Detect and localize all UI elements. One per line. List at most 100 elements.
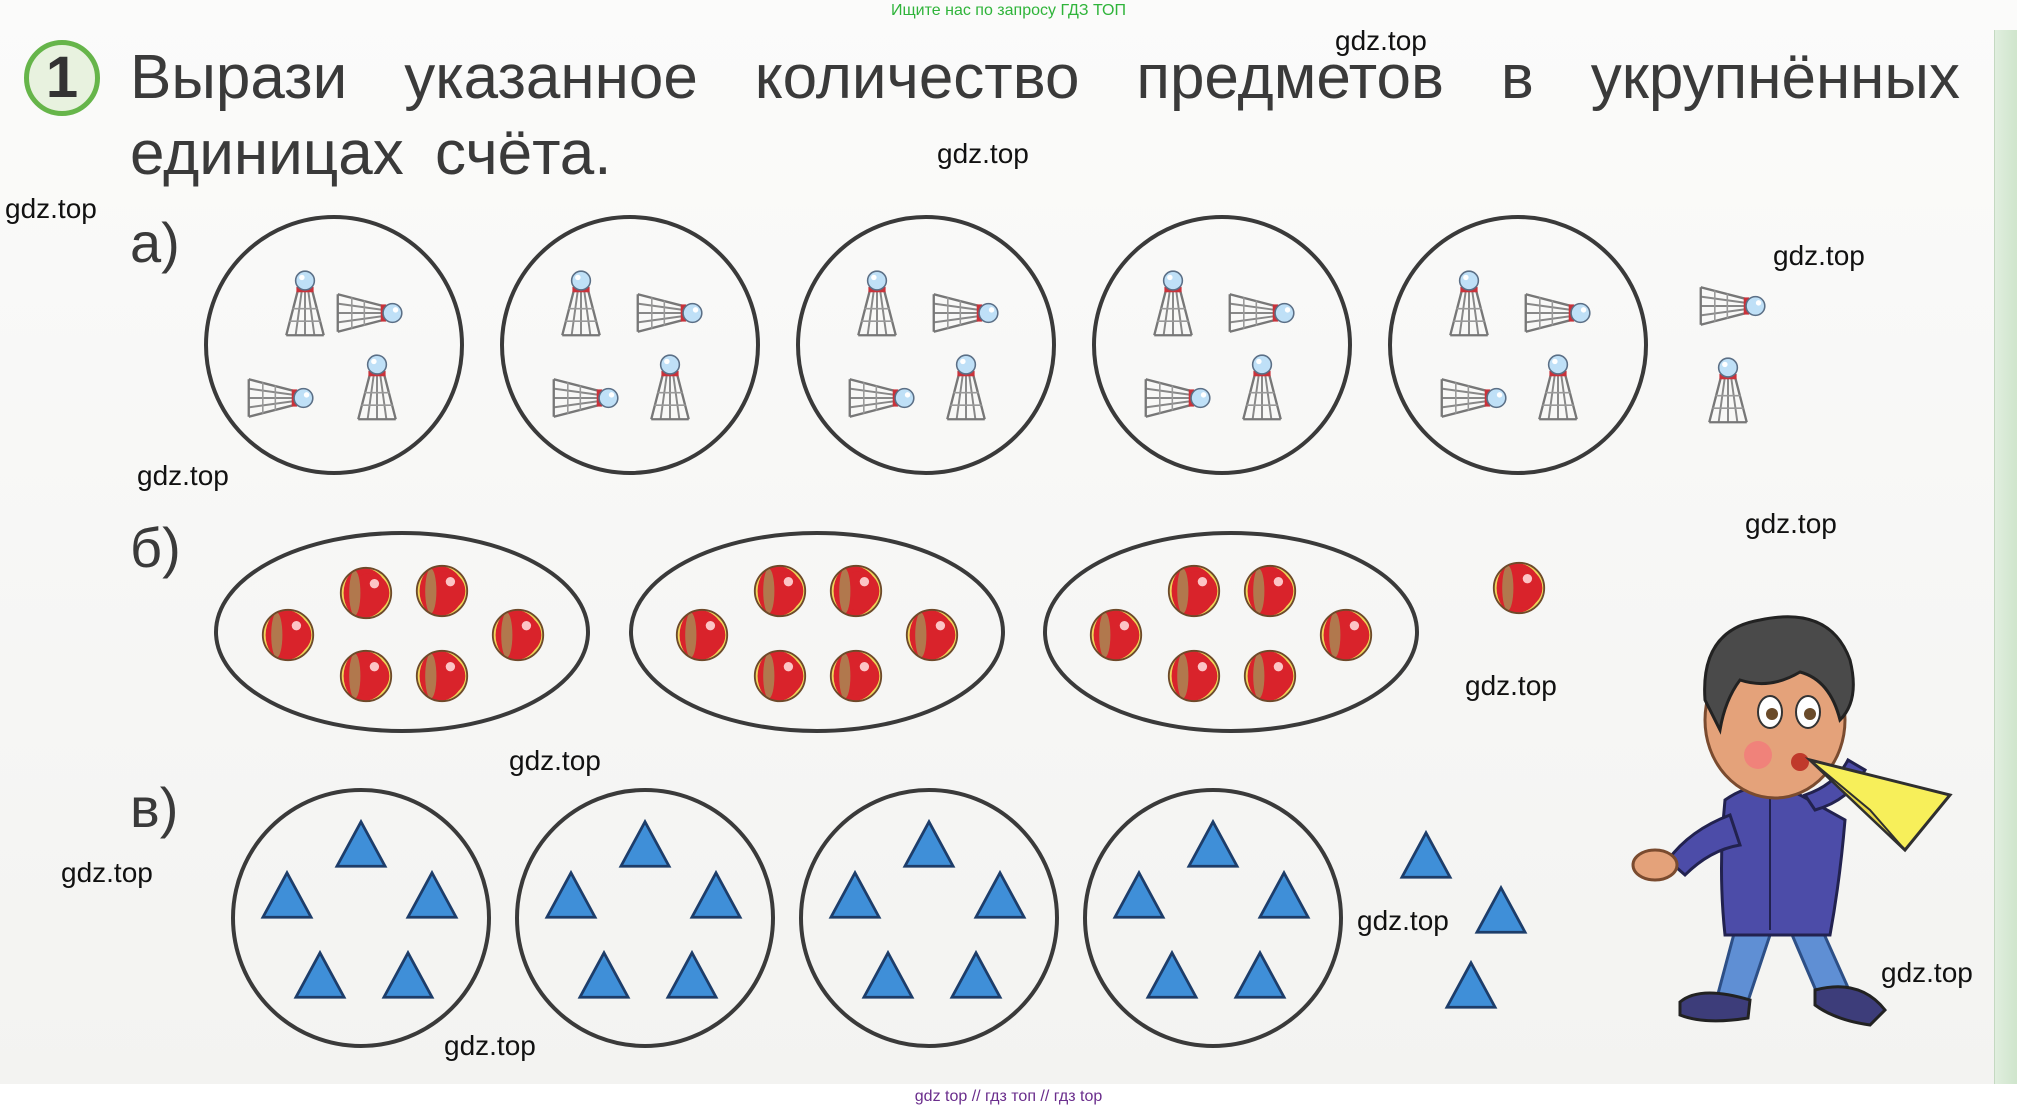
shuttlecock-icon [636,293,704,333]
triangle-icon [666,951,718,999]
shuttlecock-icon [552,378,620,418]
row-a-group-5 [1388,215,1648,475]
footer-links[interactable]: gdz top // гдз топ // гдз top [0,1084,2017,1110]
ball-icon [1167,649,1221,703]
triangle-icon [1445,961,1497,1009]
watermark: gdz.top [1745,508,1837,539]
ball-icon [339,566,393,620]
shuttlecock-icon [1228,293,1296,333]
shuttlecock-icon [285,269,325,337]
row-b-group-2 [629,531,1005,733]
row-b-group-1 [214,531,590,733]
watermark: gdz.top [444,1030,536,1061]
triangle-icon [690,871,742,919]
watermark: gdz.top [1335,25,1427,56]
watermark: gdz.top [509,745,601,776]
watermark: gdz.top [937,138,1029,169]
triangle-icon [974,871,1026,919]
row-a-group-2 [500,215,760,475]
row-a-group-3 [796,215,1056,475]
watermark: gdz.top [137,460,229,491]
ball-icon [339,649,393,703]
triangle-icon [1146,951,1198,999]
figures-canvas [204,215,1953,1048]
row-v-group-4 [1083,788,1343,1048]
ball-icon [753,564,807,618]
shuttlecock-icon [1153,269,1193,337]
row-v-group-2 [515,788,775,1048]
triangle-icon [950,951,1002,999]
triangle-icon [294,951,346,999]
boy-illustration [1631,615,1953,1027]
page-edge-bar [1994,30,2017,1085]
triangle-icon [1475,886,1527,934]
row-label-v: в) [130,776,179,839]
triangle-icon [382,951,434,999]
shuttlecock-icon [1440,378,1508,418]
triangle-icon [406,871,458,919]
ball-icon [1492,561,1546,615]
ball-icon [829,564,883,618]
shuttlecock-icon [946,353,986,421]
shuttlecock-icon [1242,353,1282,421]
shuttlecock-icon [1538,353,1578,421]
ball-icon [415,564,469,618]
ball-icon [1319,608,1373,662]
row-label-b: б) [130,516,181,579]
shuttlecock-icon [561,269,601,337]
shuttlecock-icon [857,269,897,337]
triangle-icon [1234,951,1286,999]
search-hint[interactable]: Ищите нас по запросу ГДЗ ТОП [891,2,1126,19]
watermark: gdz.top [1465,670,1557,701]
triangle-icon [1113,871,1165,919]
watermark: gdz.top [5,193,97,224]
triangle-icon [903,820,955,868]
watermark: gdz.top [61,857,153,888]
ball-icon [1167,564,1221,618]
shuttlecock-icon [247,378,315,418]
row-b-leftover [1492,561,1546,615]
row-b-group-3 [1043,531,1419,733]
triangle-icon [335,820,387,868]
triangle-icon [829,871,881,919]
triangle-icon [1258,871,1310,919]
ball-icon [753,649,807,703]
row-a-leftover [1699,286,1767,424]
row-a-group-1 [204,215,464,475]
ball-icon [1243,564,1297,618]
ball-icon [675,608,729,662]
ball-icon [1243,649,1297,703]
triangle-icon [619,820,671,868]
shuttlecock-icon [1708,356,1748,424]
triangle-icon [578,951,630,999]
watermark: gdz.top [1357,905,1449,936]
ball-icon [905,608,959,662]
ball-icon [491,608,545,662]
row-v-group-3 [799,788,1059,1048]
watermark: gdz.top [1881,957,1973,988]
shuttlecock-icon [1524,293,1592,333]
task-instruction: Вырази указанное количество предметов в … [130,43,1960,188]
ball-icon [261,608,315,662]
triangle-icon [261,871,313,919]
triangle-icon [545,871,597,919]
shuttlecock-icon [932,293,1000,333]
shuttlecock-icon [357,353,397,421]
shuttlecock-icon [848,378,916,418]
shuttlecock-icon [1449,269,1489,337]
row-label-a: а) [130,211,180,274]
ball-icon [1089,608,1143,662]
task-number-badge: 1 [24,40,100,116]
shuttlecock-icon [1144,378,1212,418]
triangle-icon [1400,831,1452,879]
triangle-icon [862,951,914,999]
watermark: gdz.top [1773,240,1865,271]
ball-icon [415,649,469,703]
triangle-icon [1187,820,1239,868]
shuttlecock-icon [336,293,404,333]
shuttlecock-icon [650,353,690,421]
shuttlecock-icon [1699,286,1767,326]
ball-icon [829,649,883,703]
row-v-group-1 [231,788,491,1048]
row-a-group-4 [1092,215,1352,475]
